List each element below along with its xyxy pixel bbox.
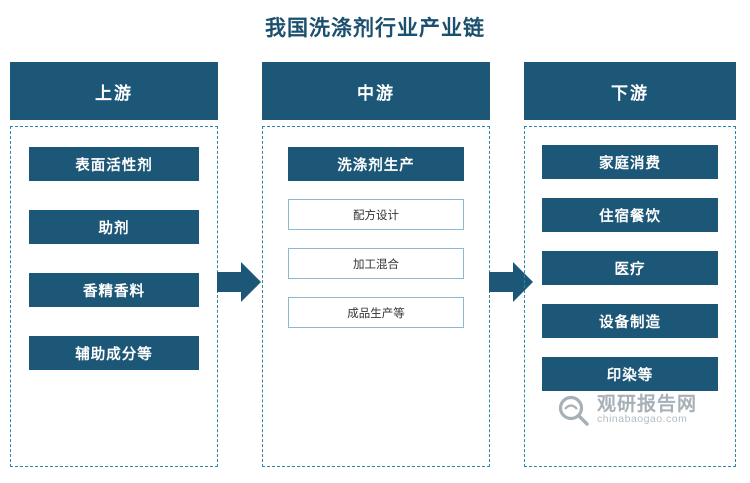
node-upstream-1[interactable]: 表面活性剂 <box>29 147 199 181</box>
node-upstream-2[interactable]: 助剂 <box>29 210 199 244</box>
column-body-midstream: 洗涤剂生产 配方设计 加工混合 成品生产等 <box>262 126 490 467</box>
column-header-upstream: 上游 <box>10 62 218 120</box>
node-downstream-1[interactable]: 家庭消费 <box>542 145 718 179</box>
subnode-midstream-2[interactable]: 加工混合 <box>288 248 464 279</box>
page-title: 我国洗涤剂行业产业链 <box>265 17 485 40</box>
column-downstream: 下游 家庭消费 住宿餐饮 医疗 设备制造 印染等 <box>524 62 736 467</box>
node-downstream-5[interactable]: 印染等 <box>542 357 718 391</box>
node-upstream-4[interactable]: 辅助成分等 <box>29 336 199 370</box>
node-downstream-3[interactable]: 医疗 <box>542 251 718 285</box>
node-downstream-2[interactable]: 住宿餐饮 <box>542 198 718 232</box>
column-midstream: 中游 洗涤剂生产 配方设计 加工混合 成品生产等 <box>262 62 490 467</box>
column-header-midstream: 中游 <box>262 62 490 120</box>
node-upstream-3[interactable]: 香精香料 <box>29 273 199 307</box>
subnode-midstream-1[interactable]: 配方设计 <box>288 199 464 230</box>
column-upstream: 上游 表面活性剂 助剂 香精香料 辅助成分等 <box>10 62 218 467</box>
column-header-downstream: 下游 <box>524 62 736 120</box>
arrow-midstream-to-downstream <box>489 262 533 302</box>
arrow-upstream-to-midstream <box>217 262 261 302</box>
node-midstream-1[interactable]: 洗涤剂生产 <box>288 147 464 181</box>
column-body-upstream: 表面活性剂 助剂 香精香料 辅助成分等 <box>10 126 218 467</box>
subnode-midstream-3[interactable]: 成品生产等 <box>288 297 464 328</box>
column-body-downstream: 家庭消费 住宿餐饮 医疗 设备制造 印染等 <box>524 126 736 467</box>
node-downstream-4[interactable]: 设备制造 <box>542 304 718 338</box>
